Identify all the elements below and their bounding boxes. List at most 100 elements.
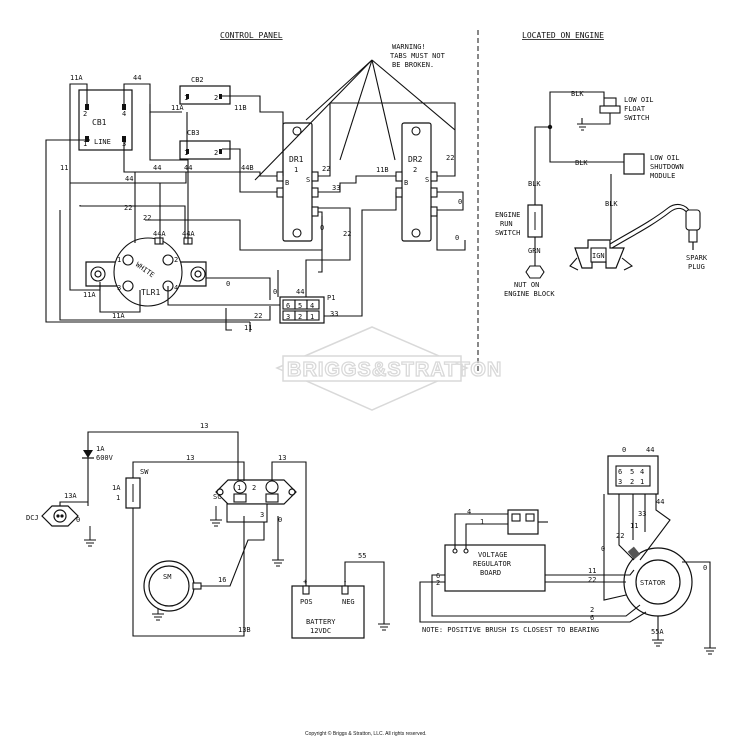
svg-text:ENGINE: ENGINE <box>495 211 520 219</box>
located-on-engine-header: LOCATED ON ENGINE <box>522 31 604 40</box>
tlr1-twist-lock-receptacle: TLR1 WHITE 1 2 3 4 <box>85 237 207 307</box>
svg-text:DCJ: DCJ <box>26 514 39 522</box>
svg-text:BLK: BLK <box>605 200 618 208</box>
starter-solenoid: SC 1 2 3 <box>213 479 297 523</box>
engine-junction-dot <box>547 124 553 130</box>
control-panel-header: CONTROL PANEL <box>220 31 283 40</box>
svg-text:6: 6 <box>436 572 440 580</box>
starter-motor: SM <box>143 560 202 612</box>
svg-text:BLK: BLK <box>575 159 588 167</box>
copyright-notice: Copyright © Briggs & Stratton, LLC. All … <box>305 730 427 737</box>
engine-wire-labels: BLK BLK BLK BLK GRN <box>528 90 618 255</box>
svg-text:16: 16 <box>218 576 226 584</box>
svg-text:LOW OIL: LOW OIL <box>624 96 654 104</box>
svg-text:44: 44 <box>296 288 304 296</box>
warning-line-2: TABS MUST NOT <box>390 52 446 60</box>
svg-text:11: 11 <box>630 522 638 530</box>
svg-text:0: 0 <box>273 288 277 296</box>
svg-text:3: 3 <box>286 313 290 321</box>
svg-text:POS: POS <box>300 598 313 606</box>
svg-text:11: 11 <box>244 324 252 332</box>
svg-text:CB2: CB2 <box>191 76 204 84</box>
svg-text:1: 1 <box>237 484 241 492</box>
svg-text:6: 6 <box>286 302 290 310</box>
spark-plug: SPARK PLUG <box>609 203 708 271</box>
low-oil-shutdown-module: LOW OIL SHUTDOWN MODULE <box>623 153 684 180</box>
diode-1a-600v: 1A 600V <box>82 445 114 462</box>
svg-text:11A: 11A <box>112 312 125 320</box>
svg-text:11A: 11A <box>171 104 184 112</box>
ignition-module: IGN <box>569 239 634 271</box>
control-panel-wiring <box>45 83 466 332</box>
svg-text:1: 1 <box>640 478 644 486</box>
control-panel-wire-labels: 11A 44 11A 11B 11 44 44 44 44B 22 22 44A… <box>60 74 462 332</box>
svg-text:5: 5 <box>630 468 634 476</box>
svg-text:44: 44 <box>125 175 133 183</box>
svg-text:22: 22 <box>143 214 151 222</box>
svg-text:11B: 11B <box>234 104 247 112</box>
svg-text:22: 22 <box>322 165 330 173</box>
svg-text:2: 2 <box>214 94 218 102</box>
svg-text:0: 0 <box>278 516 282 524</box>
regulator-ground-symbols <box>652 639 716 655</box>
svg-text:44A: 44A <box>182 230 195 238</box>
svg-text:0: 0 <box>458 198 462 206</box>
svg-text:SWITCH: SWITCH <box>624 114 649 122</box>
svg-text:SHUTDOWN: SHUTDOWN <box>650 163 684 171</box>
cb3-breaker: CB3 1 2 <box>179 129 231 160</box>
starter-switch: SW 1A 1 <box>112 468 149 509</box>
svg-text:BATTERY: BATTERY <box>306 618 336 626</box>
svg-text:BLK: BLK <box>528 180 541 188</box>
dr2-receptacle: DR2 2 B S <box>395 122 438 242</box>
svg-text:22: 22 <box>124 204 132 212</box>
svg-text:44A: 44A <box>153 230 166 238</box>
svg-text:0: 0 <box>703 564 707 572</box>
svg-text:0: 0 <box>226 280 230 288</box>
svg-text:BLK: BLK <box>571 90 584 98</box>
svg-text:2: 2 <box>252 484 256 492</box>
svg-text:2: 2 <box>630 478 634 486</box>
svg-text:0: 0 <box>455 234 459 242</box>
svg-text:2: 2 <box>214 149 218 157</box>
svg-text:1A: 1A <box>112 484 121 492</box>
stator: STATOR <box>623 546 693 617</box>
svg-text:IGN: IGN <box>592 252 605 260</box>
warning-pointer-lines <box>254 59 456 181</box>
svg-text:+: + <box>303 578 307 586</box>
svg-text:33: 33 <box>332 184 340 192</box>
svg-text:LOW OIL: LOW OIL <box>650 154 680 162</box>
svg-text:44: 44 <box>184 164 192 172</box>
svg-text:13: 13 <box>186 454 194 462</box>
svg-text:2: 2 <box>83 110 87 118</box>
svg-text:44: 44 <box>133 74 141 82</box>
svg-text:2: 2 <box>436 579 440 587</box>
svg-text:2: 2 <box>298 313 302 321</box>
svg-text:0: 0 <box>320 224 324 232</box>
svg-text:NEG: NEG <box>342 598 355 606</box>
svg-text:S: S <box>306 176 310 184</box>
svg-text:P1: P1 <box>327 294 335 302</box>
svg-text:2: 2 <box>413 166 417 174</box>
warning-line-1: WARNING! <box>392 43 426 51</box>
svg-text:NUT ON: NUT ON <box>514 281 539 289</box>
svg-text:1: 1 <box>480 518 484 526</box>
svg-text:44: 44 <box>646 446 654 454</box>
dc-jack: DCJ <box>26 505 79 527</box>
svg-text:SWITCH: SWITCH <box>495 229 520 237</box>
svg-text:0: 0 <box>601 545 605 553</box>
svg-text:REGULATOR: REGULATOR <box>473 560 512 568</box>
svg-text:33: 33 <box>330 310 338 318</box>
dr1-receptacle: DR1 1 B S <box>276 122 319 242</box>
starter-wire-labels: 13 13 13 13A 0 0 16 13B 55 <box>64 422 366 634</box>
svg-text:LINE: LINE <box>94 138 111 146</box>
svg-text:DR2: DR2 <box>408 155 423 164</box>
svg-text:1: 1 <box>310 313 314 321</box>
svg-text:22: 22 <box>254 312 262 320</box>
svg-text:1A: 1A <box>96 445 105 453</box>
svg-text:BRIGGS&STRATTON: BRIGGS&STRATTON <box>287 359 502 381</box>
warning-line-3: BE BROKEN. <box>392 61 434 69</box>
svg-text:CB3: CB3 <box>187 129 200 137</box>
